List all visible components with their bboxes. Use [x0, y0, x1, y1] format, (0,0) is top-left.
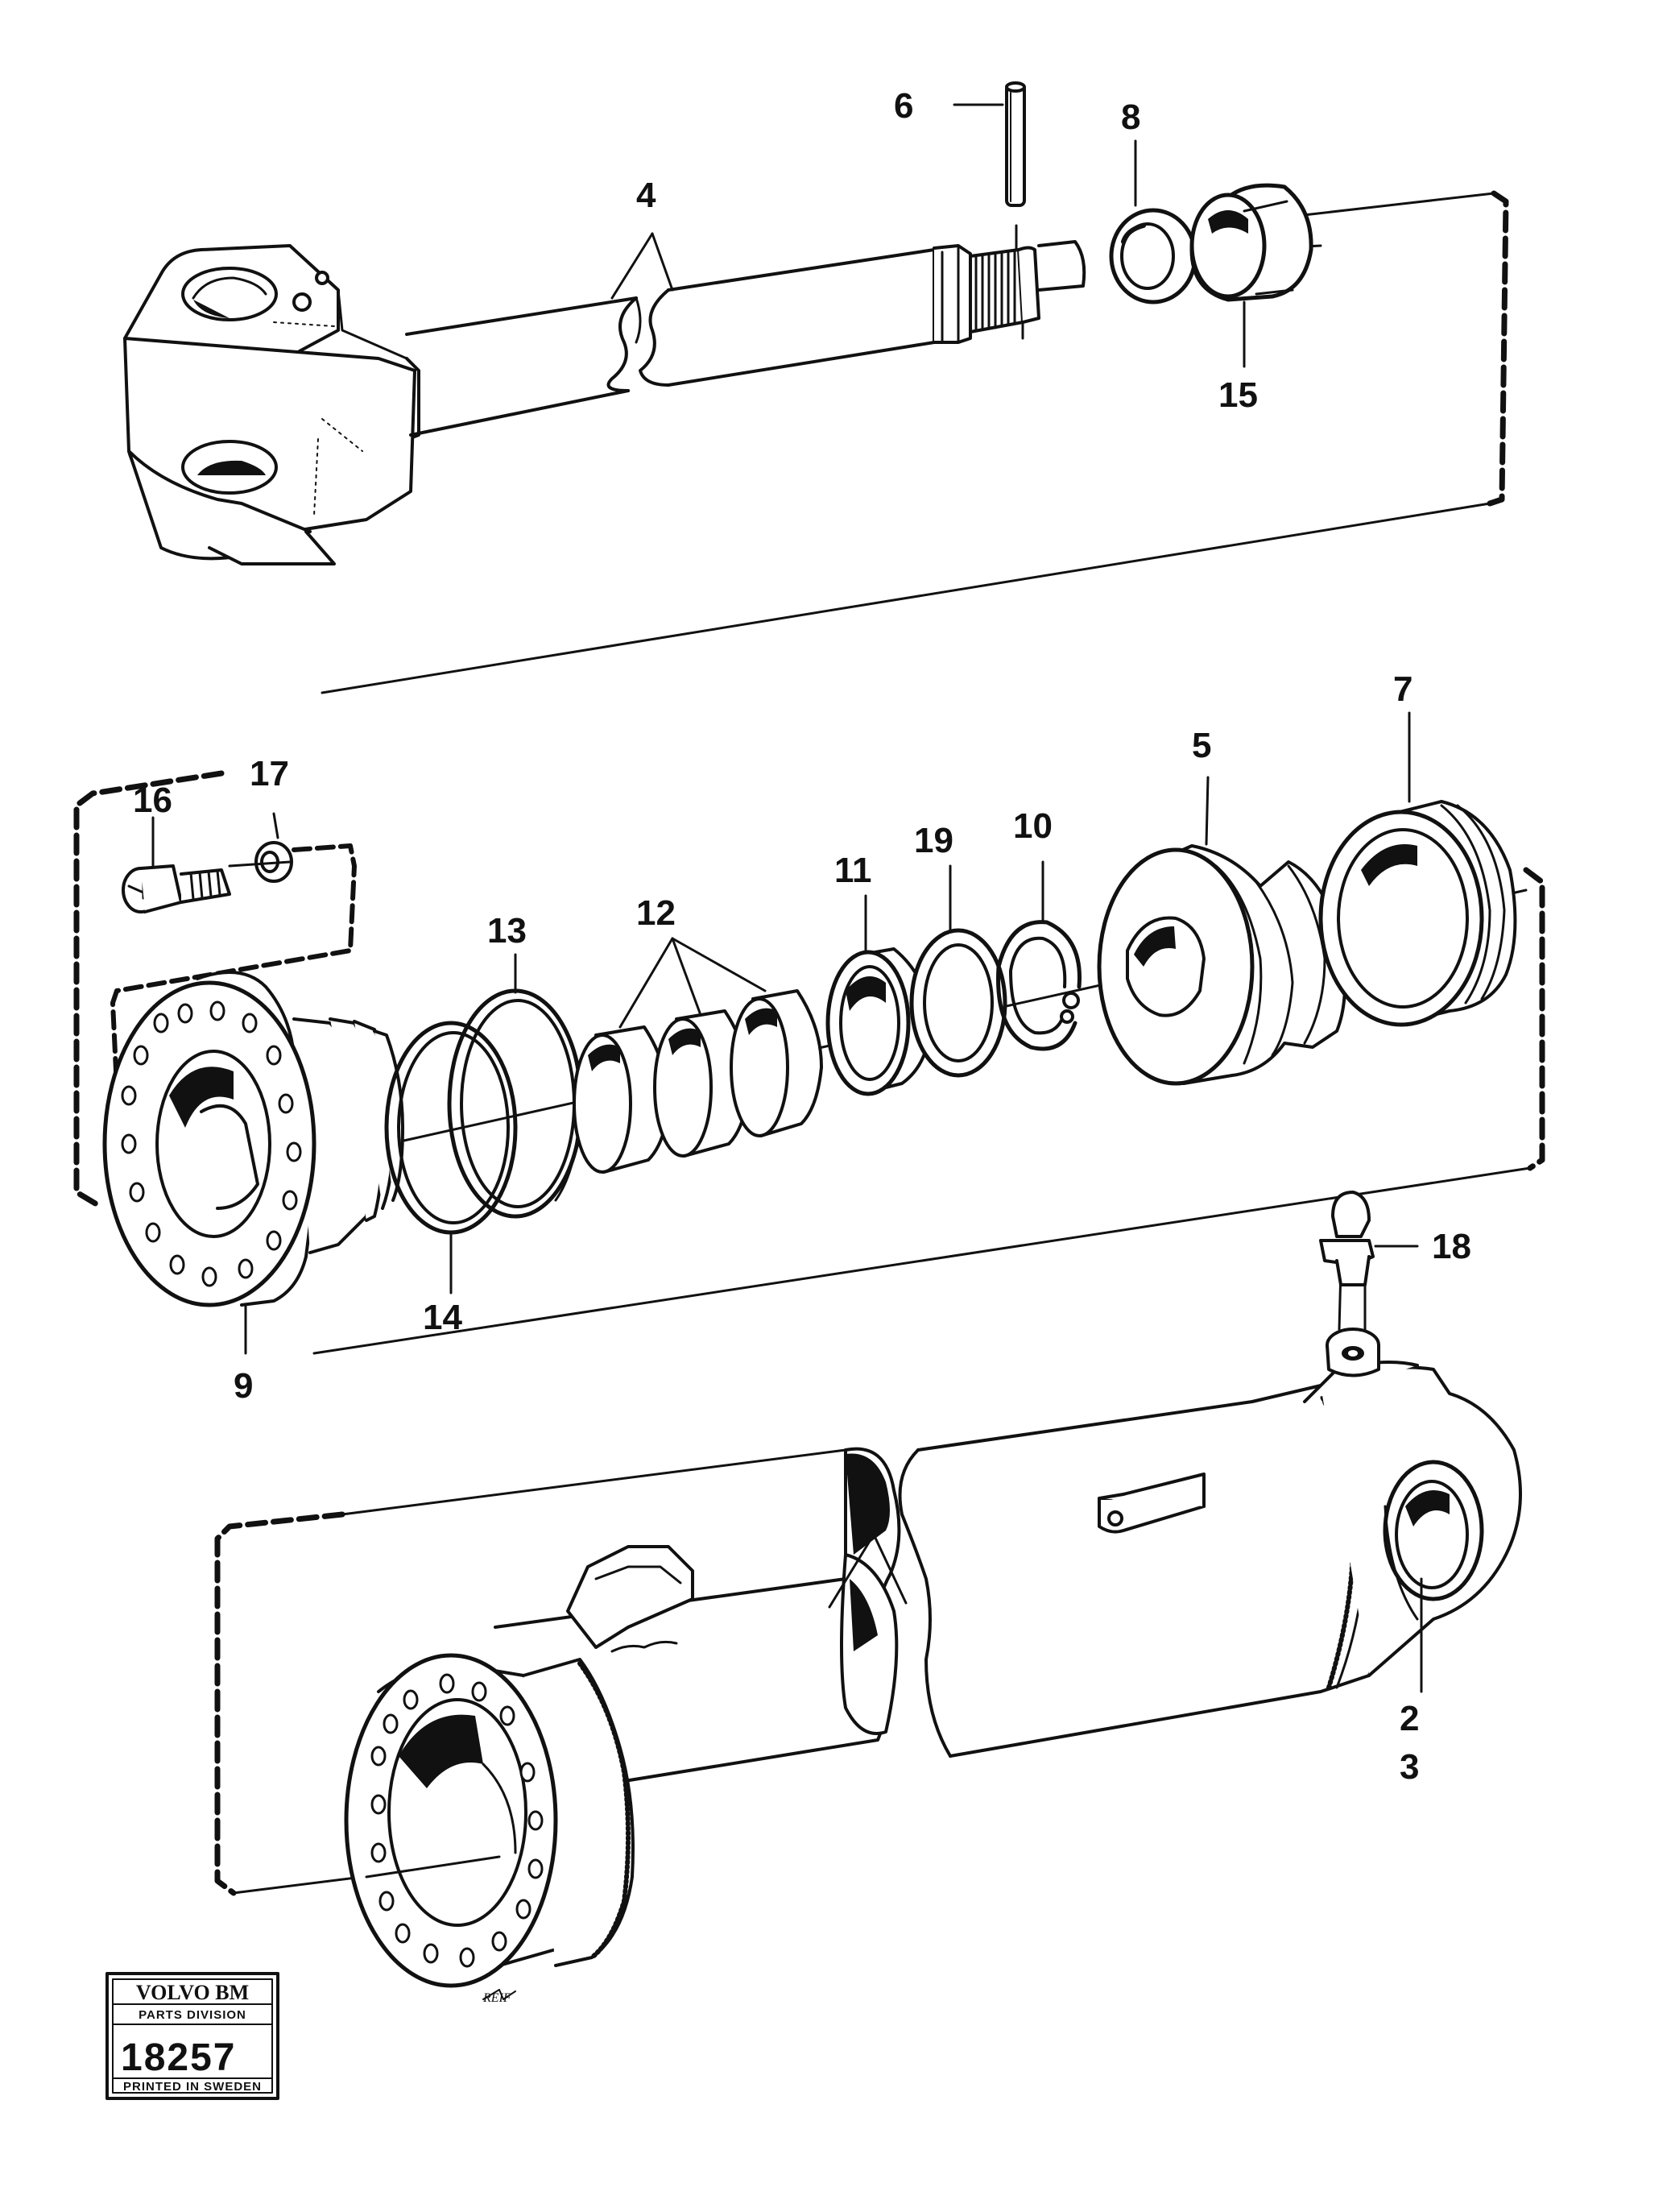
callout-2: 2 — [1400, 1699, 1419, 1738]
rod-shaft-right — [667, 248, 936, 387]
flange-bolt-holes — [370, 1673, 544, 1968]
rod-shaft-left — [405, 296, 638, 437]
callout-12: 12 — [636, 893, 676, 933]
dashed-boundary-bottom — [214, 1511, 345, 1896]
tube-body-right — [916, 1384, 1391, 1758]
dashed-boundary-middle — [73, 770, 225, 1207]
seal-part-7 — [1318, 800, 1517, 1027]
stamp-printed: PRINTED IN SWEDEN — [123, 2080, 262, 2094]
callout-18: 18 — [1432, 1227, 1471, 1266]
callout-9: 9 — [234, 1366, 253, 1406]
pin-part-6 — [1005, 81, 1026, 207]
washer-part-17 — [228, 841, 293, 883]
bushing-set-part-12 — [573, 989, 823, 1174]
piston-part-5 — [1097, 844, 1346, 1086]
callout-numbers: 4 6 8 15 16 17 13 12 11 19 10 5 7 14 9 1… — [133, 86, 1471, 1787]
callout-19: 19 — [914, 821, 953, 860]
callout-10: 10 — [1013, 806, 1053, 846]
snap-ring-part-10 — [996, 920, 1082, 1051]
stamp-number: 18257 — [121, 2036, 236, 2079]
rod-clevis — [123, 244, 420, 565]
bolt-part-16 — [122, 864, 231, 913]
callout-16: 16 — [133, 781, 172, 820]
cup-part-11 — [825, 947, 932, 1096]
callout-5: 5 — [1192, 726, 1211, 765]
callout-1: 1 — [858, 1485, 877, 1524]
callout-11: 11 — [834, 851, 872, 890]
callout-6: 6 — [894, 86, 913, 126]
stamp-division: PARTS DIVISION — [139, 2008, 246, 2022]
callout-4: 4 — [636, 176, 656, 215]
front-flange — [344, 1653, 635, 1988]
stamp-brand: VOLVO BM — [136, 1981, 249, 2004]
callout-7: 7 — [1393, 669, 1412, 709]
dashed-boundary-top — [1487, 190, 1509, 507]
callout-15: 15 — [1218, 375, 1258, 415]
bolt-holes — [121, 1000, 302, 1287]
callout-8: 8 — [1121, 97, 1140, 137]
seal-and-piston-kit — [73, 711, 1545, 1355]
signature-mark — [482, 1989, 516, 2000]
cap-part-15 — [1189, 183, 1313, 302]
callout-3: 3 — [1400, 1747, 1419, 1787]
grease-nipple-part-18 — [1319, 1191, 1419, 1377]
callout-13: 13 — [487, 911, 527, 951]
ring-part-19 — [909, 928, 1007, 1078]
cylinder-tube-assembly — [214, 1191, 1522, 2000]
parts-division-stamp: VOLVO BM PARTS DIVISION 18257 PRINTED IN… — [105, 1972, 279, 2100]
piston-rod-assembly — [123, 81, 1509, 694]
cylinder-head-part-9 — [102, 971, 404, 1307]
callout-14: 14 — [423, 1298, 462, 1337]
callout-17: 17 — [250, 754, 289, 793]
rear-eye-part-2-3 — [1303, 1361, 1522, 1677]
port-block — [566, 1545, 694, 1649]
signature: REIF — [482, 1991, 511, 2005]
ring-part-8 — [1109, 208, 1197, 304]
